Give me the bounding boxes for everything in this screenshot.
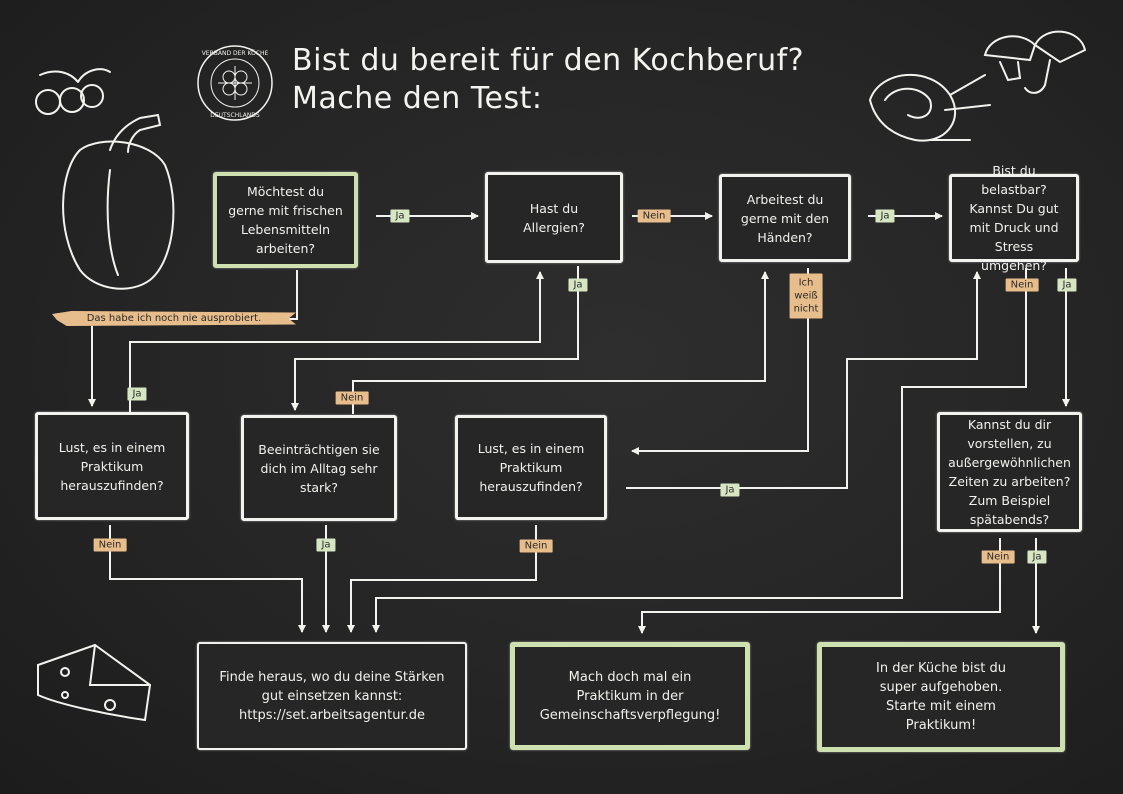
result-find-strengths: Finde heraus, wo du deine Stärken gut ei… [197,642,467,750]
question-internship-2: Lust, es in einem Praktikum herauszufind… [455,415,607,520]
shrimp-icon [868,73,991,142]
label-never-tried: Das habe ich noch nie ausprobiert. [52,311,296,326]
result-community-catering: Mach doch mal ein Praktikum in der Gemei… [510,642,750,750]
question-internship-1: Lust, es in einem Praktikum herauszufind… [35,412,189,520]
tag-no: Nein [637,209,671,223]
arrow-q1-never [288,270,298,320]
page-title: Bist du bereit für den Kochberuf? Mache … [292,43,805,116]
berries-icon [35,68,111,115]
tag-no: Nein [1005,278,1039,292]
arrow-q8-r2 [638,538,1001,634]
tag-yes: Ja [1027,550,1047,564]
question-unusual-hours: Kannst du dir vorstellen, zu außergewöhn… [937,412,1082,532]
tag-no: Nein [335,391,369,405]
arrow-q5-r1 [109,525,306,633]
question-impairment: Beeinträchtigen sie dich im Alltag sehr … [241,415,397,521]
tag-yes: Ja [316,538,336,552]
tag-yes: Ja [127,387,147,401]
tag-no: Nein [981,550,1015,564]
bell-pepper-icon [62,113,175,290]
tag-yes: Ja [568,278,588,292]
tag-yes: Ja [875,209,895,223]
tag-no: Nein [93,538,127,552]
tag-no: Nein [519,539,553,553]
result-kitchen-fit: In der Küche bist du super aufgehoben. S… [817,642,1065,752]
question-allergies: Hast du Allergien? [485,172,623,263]
tag-yes: Ja [720,483,740,497]
question-fresh-food: Möchtest du gerne mit frischen Lebensmit… [213,172,358,268]
svg-text:DEUTSCHLANDS: DEUTSCHLANDS [210,112,260,119]
arrow-q6-q3 [352,271,769,414]
question-stress: Bist du belastbar? Kannst Du gut mit Dru… [949,163,1079,273]
verband-der-koeche-logo: VERBAND DER KÖCHE DEUTSCHLANDS [197,45,273,121]
mushrooms-icon [983,30,1087,94]
tag-unsure: Ich weiß nicht [789,273,823,319]
cheese-icon [37,643,152,722]
tag-yes: Ja [1057,278,1077,292]
arrow-q3-q7 [631,268,809,455]
arrow-q2-q6 [291,266,579,411]
svg-text:VERBAND DER KÖCHE: VERBAND DER KÖCHE [202,50,269,57]
tag-yes: Ja [390,209,410,223]
arrow-q7-r1 [347,525,537,633]
question-hands: Arbeitest du gerne mit den Händen? [719,174,851,262]
